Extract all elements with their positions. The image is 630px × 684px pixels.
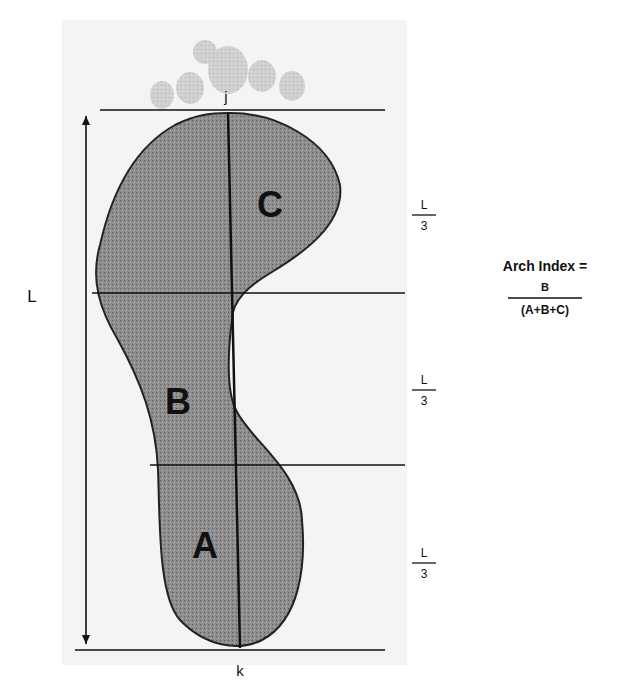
fraction-denominator: 3 (421, 568, 428, 580)
length-symbol: L (27, 288, 36, 305)
fraction-numerator: L (421, 547, 428, 559)
region-letter: B (165, 384, 191, 420)
fraction-numerator: L (421, 374, 428, 386)
length-arrow (85, 116, 87, 644)
formula-numerator: B (541, 282, 549, 293)
axis-line (228, 113, 240, 648)
paper-ground (62, 20, 407, 665)
formula-denominator: (A+B+C) (521, 304, 569, 316)
footprint-outline (96, 113, 340, 646)
point-letter: j (224, 89, 227, 104)
point-letter: k (236, 663, 244, 678)
fraction-denominator: 3 (421, 395, 428, 407)
region-letter: A (192, 528, 218, 564)
division-lines (75, 110, 405, 650)
region-letter: C (257, 187, 283, 223)
fraction-denominator: 3 (421, 220, 428, 232)
fraction-numerator: L (421, 199, 428, 211)
formula-label: Arch Index = (503, 259, 587, 273)
toe-prints (150, 40, 305, 109)
